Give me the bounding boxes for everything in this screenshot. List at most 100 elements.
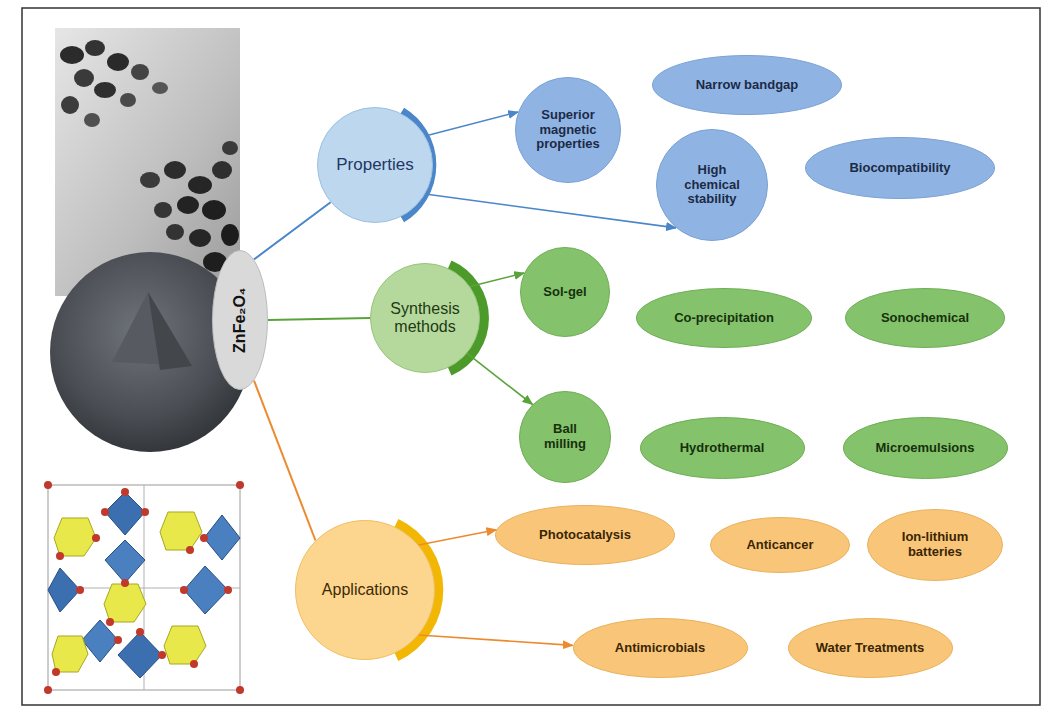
oxygen-atom: [121, 488, 129, 496]
application-ellipse: Anticancer: [710, 517, 850, 573]
node-label: Superior magnetic properties: [526, 108, 610, 153]
node-label: Water Treatments: [816, 641, 925, 656]
connector-arrow: [419, 635, 573, 645]
connector-line: [254, 381, 316, 541]
nanoparticle: [74, 69, 94, 87]
method-ellipse: Co-precipitation: [636, 288, 812, 348]
node-ellipse: [637, 289, 812, 348]
oxygen-atom: [158, 651, 166, 659]
node-ellipse: [318, 108, 433, 223]
connector-arrow: [425, 112, 518, 136]
connector-arrow: [467, 353, 532, 404]
oxygen-atom: [121, 579, 129, 587]
node-ellipse: [296, 521, 435, 660]
octahedron: [204, 515, 240, 560]
unit-cell: [48, 485, 240, 690]
application-ellipse: Water Treatments: [788, 618, 953, 678]
oxygen-atom: [44, 686, 52, 694]
nanoparticle: [164, 161, 186, 179]
node-ellipse: [521, 248, 610, 337]
application-ellipse: Antimicrobials: [573, 618, 748, 678]
oxygen-atom: [200, 534, 208, 542]
octahedron: [105, 540, 145, 583]
oxygen-atom: [101, 508, 109, 516]
node-label: Sol-gel: [543, 285, 586, 300]
category-circle: Properties: [317, 107, 433, 223]
category-circle: Applications: [295, 520, 435, 660]
node-label: High chemical stability: [670, 163, 754, 208]
tetrahedron: [52, 636, 88, 672]
nanoparticle: [212, 161, 232, 179]
nanoparticle: [131, 64, 149, 80]
compound-ellipse: ZnFe₂O₄: [212, 250, 268, 390]
property-circle: High chemical stability: [656, 129, 768, 241]
node-ellipse: [868, 510, 1003, 581]
node-label: Synthesis methods: [379, 300, 471, 337]
oxygen-atom: [141, 508, 149, 516]
property-ellipse: Biocompatibility: [805, 137, 995, 199]
node-ellipse: [846, 289, 1005, 348]
nanoparticle: [166, 224, 184, 240]
nanoparticle: [61, 96, 79, 114]
node-label: Antimicrobials: [615, 641, 705, 656]
node-ellipse: [711, 518, 850, 573]
node-label: Ball milling: [535, 422, 595, 452]
nanoparticle: [177, 196, 199, 214]
nanoparticle: [154, 202, 172, 218]
oxygen-atom: [114, 636, 122, 644]
node-label: Photocatalysis: [539, 528, 631, 543]
oxygen-atom: [106, 618, 114, 626]
nanoparticle: [202, 200, 226, 220]
nanoparticle: [94, 82, 116, 98]
node-label: Co-precipitation: [674, 311, 774, 326]
oxygen-atom: [92, 534, 100, 542]
nanoparticle: [140, 172, 160, 188]
nanoparticle: [107, 53, 129, 71]
powder-heap-shadow: [148, 292, 192, 370]
node-ellipse: [640, 418, 804, 479]
node-ellipse: [653, 56, 842, 115]
nanoparticle: [222, 141, 238, 155]
property-ellipse: Narrow bandgap: [652, 55, 842, 115]
oxygen-atom: [236, 481, 244, 489]
tetrahedron: [164, 626, 206, 664]
tetrahedron: [104, 584, 146, 622]
node-ellipse: [657, 130, 768, 241]
nanoparticle: [189, 229, 211, 247]
connector-arrow: [470, 273, 524, 287]
outer-frame: [22, 8, 1040, 705]
node-label: Properties: [336, 155, 413, 175]
node-label: Sonochemical: [881, 311, 969, 326]
nanoparticle: [120, 93, 136, 107]
method-ellipse: Sonochemical: [845, 288, 1005, 348]
node-label: ZnFe₂O₄: [231, 287, 249, 352]
node-label: Narrow bandgap: [696, 78, 799, 93]
node-label: Anticancer: [746, 538, 813, 553]
application-ellipse: Ion-lithium batteries: [867, 509, 1003, 581]
connector-line: [268, 318, 370, 320]
tetrahedron: [54, 518, 96, 556]
connector-line: [254, 202, 331, 259]
nanoparticle: [85, 40, 105, 56]
oxygen-atom: [76, 586, 84, 594]
oxygen-atom: [180, 586, 188, 594]
connector-arrow: [425, 194, 676, 228]
node-label: Applications: [322, 581, 408, 599]
node-label: Biocompatibility: [849, 161, 950, 176]
oxygen-atom: [186, 546, 194, 554]
nanoparticle: [60, 46, 84, 64]
node-ellipse: [516, 78, 621, 183]
node-ellipse: [496, 506, 675, 565]
node-ellipse: [371, 264, 480, 373]
method-ellipse: Microemulsions: [843, 417, 1008, 479]
method-ellipse: Hydrothermal: [640, 417, 805, 479]
method-circle: Ball milling: [519, 391, 611, 483]
node-ellipse: [788, 619, 952, 678]
oxygen-atom: [52, 668, 60, 676]
nanoparticle: [152, 82, 168, 94]
node-ellipse: [213, 251, 268, 390]
oxygen-atom: [56, 552, 64, 560]
tetrahedron: [160, 512, 202, 550]
node-label: Microemulsions: [876, 441, 975, 456]
